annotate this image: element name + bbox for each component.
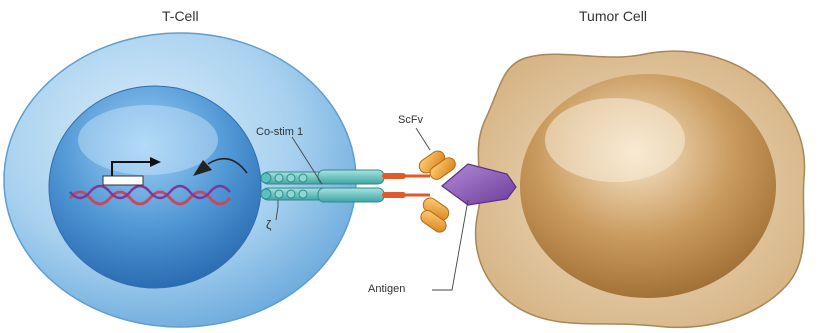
car-hinge — [382, 173, 430, 198]
promoter-box — [103, 176, 143, 185]
nucleus-highlight — [78, 105, 218, 175]
scfv-label: ScFv — [398, 114, 423, 126]
scfv-leader-line — [416, 128, 430, 150]
costim-label: Co-stim 1 — [256, 126, 303, 138]
tumor-cell-highlight — [545, 98, 685, 182]
t-cell-label: T-Cell — [162, 8, 199, 24]
zeta-label: ζ — [266, 218, 271, 232]
tumor-cell — [476, 51, 805, 327]
tumor-cell-label: Tumor Cell — [579, 8, 647, 24]
antigen-label: Antigen — [368, 283, 405, 295]
